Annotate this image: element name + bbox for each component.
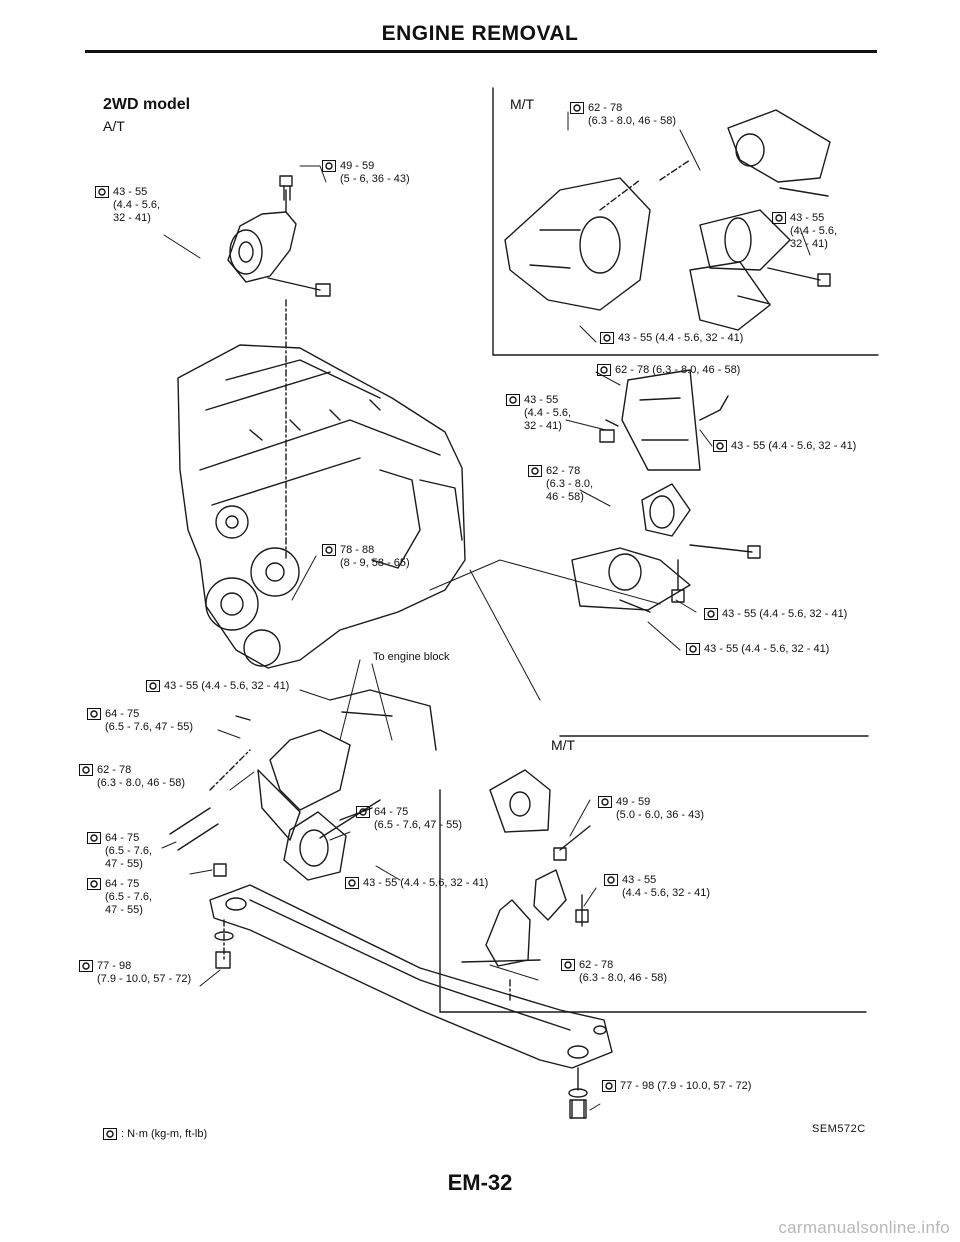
torque-spec: 64 - 75 (6.5 - 7.6, 47 - 55) [87,878,152,917]
torque-wrench-icon [597,364,611,376]
torque-spec: 62 - 78 (6.3 - 8.0, 46 - 58) [561,959,667,985]
units-legend-text: : N·m (kg-m, ft-lb) [121,1128,208,1140]
engine-block-callout: To engine block [373,651,450,663]
torque-spec: 78 - 88 (8 - 9, 58 - 65) [322,544,410,570]
torque-spec: 62 - 78 (6.3 - 8.0, 46 - 58) [597,364,740,377]
crossmember [209,884,613,1119]
torque-spec: 43 - 55 (4.4 - 5.6, 32 - 41) [600,332,743,345]
torque-spec: 43 - 55 (4.4 - 5.6, 32 - 41) [95,186,160,225]
torque-spec: 49 - 59 (5 - 6, 36 - 43) [322,160,410,186]
torque-wrench-icon [604,874,618,886]
figure-code: SEM572C [812,1123,866,1135]
torque-spec: 43 - 55 (4.4 - 5.6, 32 - 41) [704,608,847,621]
model-heading: 2WD model [103,96,191,113]
torque-wrench-icon [103,1128,117,1140]
torque-spec: 64 - 75 (6.5 - 7.6, 47 - 55) [87,708,193,734]
torque-wrench-icon [506,394,520,406]
page-title: ENGINE REMOVAL [381,22,579,45]
torque-wrench-icon [602,1080,616,1092]
torque-wrench-icon [95,186,109,198]
mt-top-label: M/T [510,96,535,112]
at-lower-mount [169,689,437,881]
torque-spec: 43 - 55 (4.4 - 5.6, 32 - 41) [686,643,829,656]
torque-wrench-icon [356,806,370,818]
watermark: carmanualsonline.info [778,1218,950,1237]
torque-wrench-icon [561,959,575,971]
torque-wrench-icon [87,878,101,890]
torque-wrench-icon [79,764,93,776]
torque-wrench-icon [322,160,336,172]
torque-spec: 43 - 55 (4.4 - 5.6, 32 - 41) [604,874,710,900]
torque-wrench-icon [713,440,727,452]
torque-wrench-icon [146,680,160,692]
torque-spec: 43 - 55 (4.4 - 5.6, 32 - 41) [713,440,856,453]
mt-lower-mount [461,769,591,1001]
torque-wrench-icon [600,332,614,344]
torque-wrench-icon [570,102,584,114]
right-middle-mount [571,369,761,613]
torque-wrench-icon [79,960,93,972]
torque-spec: 77 - 98 (7.9 - 10.0, 57 - 72) [79,960,191,986]
torque-wrench-icon [528,465,542,477]
torque-spec: 62 - 78 (6.3 - 8.0, 46 - 58) [528,465,593,504]
torque-wrench-icon [686,643,700,655]
torque-wrench-icon [322,544,336,556]
mt-middle-label: M/T [551,737,576,753]
torque-wrench-icon [704,608,718,620]
torque-spec: 62 - 78 (6.3 - 8.0, 46 - 58) [570,102,676,128]
torque-wrench-icon [87,832,101,844]
torque-spec: 64 - 75 (6.5 - 7.6, 47 - 55) [356,806,462,832]
torque-spec: 43 - 55 (4.4 - 5.6, 32 - 41) [772,212,837,251]
torque-spec: 77 - 98 (7.9 - 10.0, 57 - 72) [602,1080,751,1093]
torque-spec: 49 - 59 (5.0 - 6.0, 36 - 43) [598,796,704,822]
page-number: EM-32 [447,1170,513,1195]
torque-wrench-icon [345,877,359,889]
torque-spec: 43 - 55 (4.4 - 5.6, 32 - 41) [506,394,571,433]
at-upper-mount [227,175,331,561]
torque-wrench-icon [772,212,786,224]
torque-spec: 64 - 75 (6.5 - 7.6, 47 - 55) [87,832,152,871]
torque-spec: 43 - 55 (4.4 - 5.6, 32 - 41) [146,680,289,693]
torque-spec: 43 - 55 (4.4 - 5.6, 32 - 41) [345,877,488,890]
torque-wrench-icon [598,796,612,808]
units-legend: : N·m (kg-m, ft-lb) [103,1128,207,1141]
mt-mount-top [504,109,831,331]
at-subheading: A/T [103,118,125,134]
title-rule [85,50,877,53]
engine-block-drawing [177,344,466,669]
torque-spec: 62 - 78 (6.3 - 8.0, 46 - 58) [79,764,185,790]
torque-wrench-icon [87,708,101,720]
